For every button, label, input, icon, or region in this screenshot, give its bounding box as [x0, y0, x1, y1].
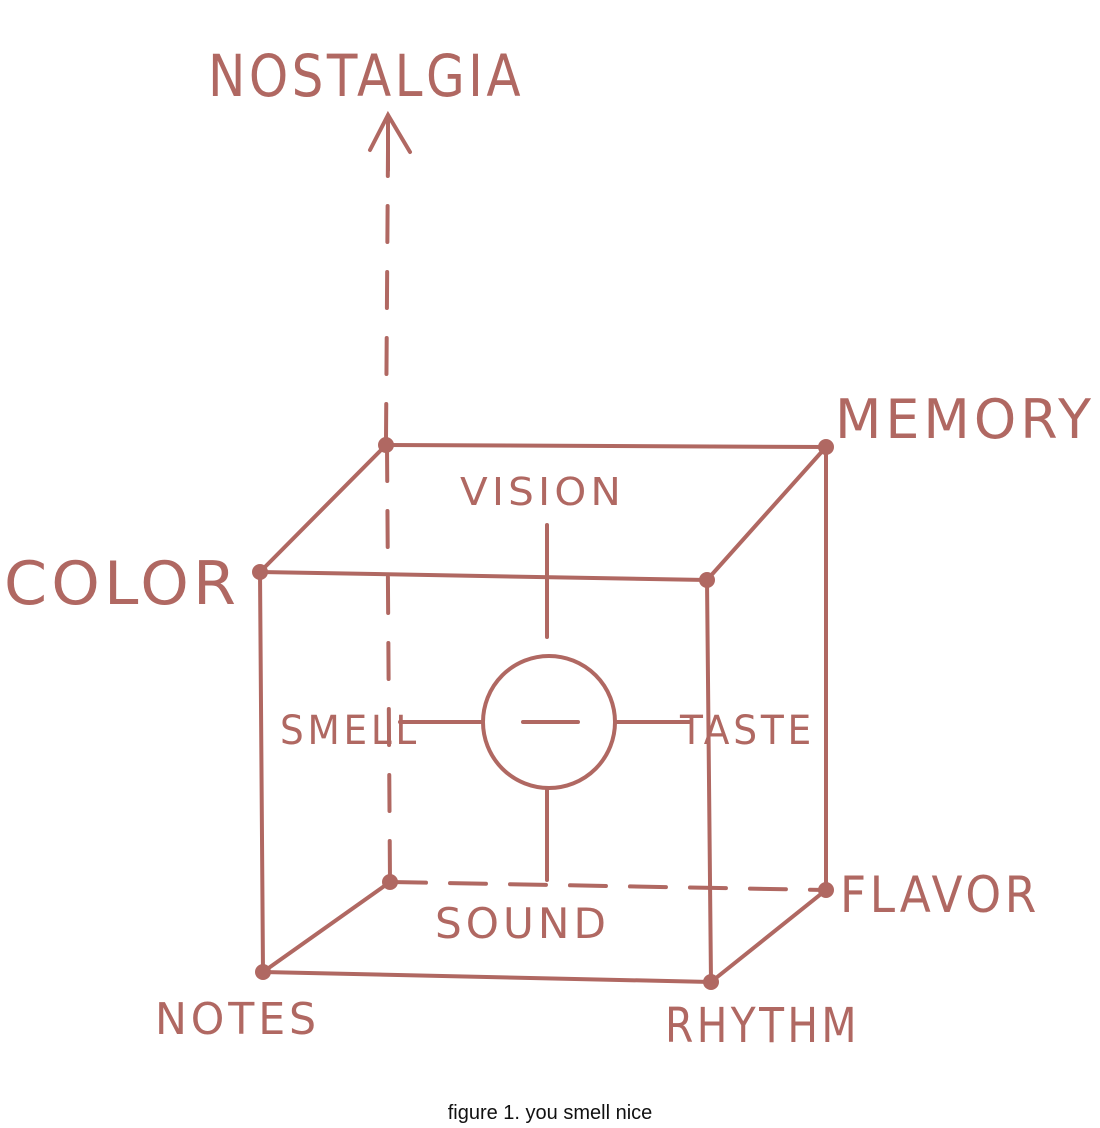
- vertex-dot: [252, 564, 268, 580]
- cube-edge: [705, 578, 713, 984]
- label-vision: VISION: [460, 470, 625, 514]
- nostalgia-axis-dashed: [384, 148, 390, 442]
- vertex-dot: [818, 439, 834, 455]
- label-nostalgia: NOSTALGIA: [208, 42, 524, 110]
- vertex-dot: [378, 437, 394, 453]
- cube-edge: [709, 888, 828, 984]
- cube-hidden-edge: [261, 880, 392, 974]
- vertex-dot: [818, 882, 834, 898]
- cube-edge: [258, 570, 265, 974]
- figure-caption: figure 1. you smell nice: [447, 1102, 653, 1124]
- label-flavor: FLAVOR: [840, 866, 1040, 924]
- label-taste: TASTE: [679, 708, 815, 754]
- arrow-up-icon: [368, 110, 412, 172]
- label-rhythm: RHYTHM: [665, 998, 860, 1054]
- cube-hidden-edge: [385, 443, 392, 884]
- vertex-dot: [703, 974, 719, 990]
- cube-edge: [258, 570, 709, 582]
- vertex-dot: [382, 874, 398, 890]
- vertex-dot: [255, 964, 271, 980]
- cube-edge: [258, 443, 388, 574]
- label-memory: MEMORY: [835, 388, 1095, 451]
- label-notes: NOTES: [155, 994, 320, 1045]
- vertex-dot: [699, 572, 715, 588]
- label-color: COLOR: [4, 549, 240, 619]
- label-smell: SMELL: [280, 708, 420, 754]
- cube-edge: [261, 970, 713, 984]
- cube-edge: [705, 445, 828, 582]
- cube-hidden-edge: [388, 880, 828, 892]
- cube-edge: [384, 443, 828, 449]
- label-sound: SOUND: [435, 899, 610, 948]
